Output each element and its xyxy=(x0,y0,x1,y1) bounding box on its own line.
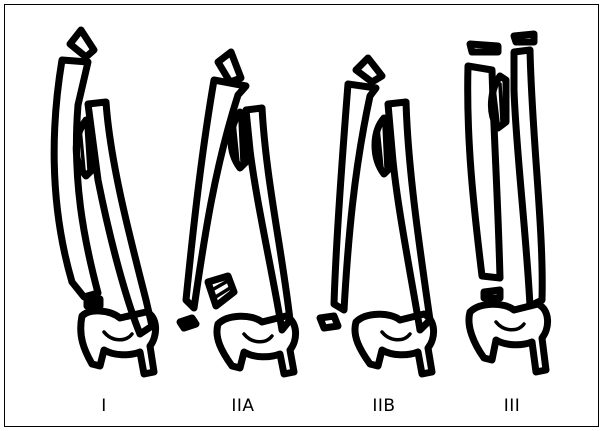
panel-IIB-radius-shaft xyxy=(388,102,430,330)
panel-IIB-olecranon-tip xyxy=(356,58,382,82)
panel-IIA-drawing xyxy=(180,52,296,374)
panel-IIA-radius-shaft xyxy=(246,108,290,330)
panel-IIB-chip xyxy=(320,316,338,328)
panel-III-olecranon-fragment-left xyxy=(470,44,498,52)
panel-label-III: III xyxy=(472,396,552,416)
panel-label-IIB: IIB xyxy=(344,396,424,416)
panel-IIA-humerus-condyle xyxy=(244,334,272,342)
panel-III-radius-shaft xyxy=(514,50,542,306)
panel-III-olecranon-fragment-right xyxy=(514,34,534,42)
panel-IIB-humerus-condyle xyxy=(382,332,410,340)
panel-I-ulna-shaft xyxy=(54,60,98,297)
panel-IIA-chip xyxy=(180,318,196,328)
panel-I-fragment xyxy=(87,299,100,306)
panel-I-humerus xyxy=(81,311,156,374)
panel-III-drawing xyxy=(468,34,548,372)
panel-III-fragment xyxy=(484,290,500,298)
panel-IIB-ulna-shaft xyxy=(334,84,376,310)
panel-IIA-olecranon-tip xyxy=(218,52,241,82)
panel-III-humerus-condyle xyxy=(496,322,524,330)
panel-IIB-drawing xyxy=(320,58,434,374)
panel-label-I: I xyxy=(64,396,144,416)
panel-label-IIA: IIA xyxy=(203,396,283,416)
panel-I-drawing xyxy=(54,30,155,374)
panel-III-humerus xyxy=(469,304,548,372)
panel-I-humerus-condyle xyxy=(104,332,132,340)
panel-I-olecranon-tip xyxy=(70,30,94,57)
